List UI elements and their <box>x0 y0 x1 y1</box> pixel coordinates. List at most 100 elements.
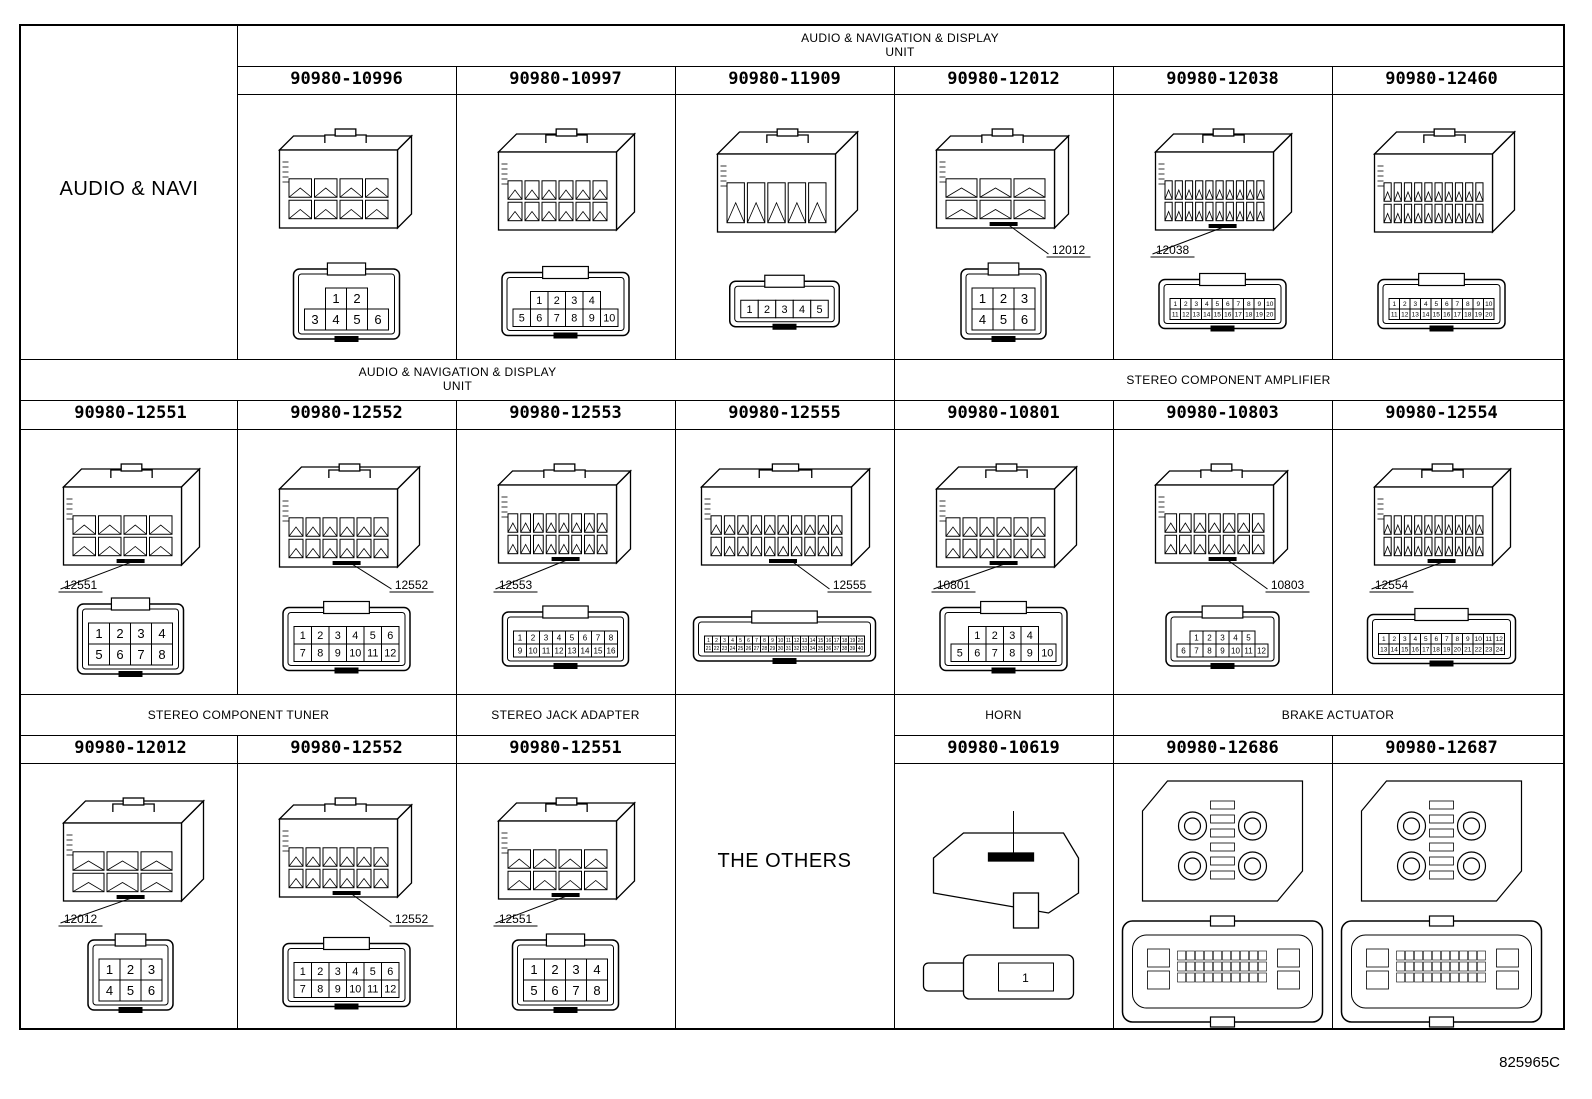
part-tag-label: 12554 <box>1375 578 1409 592</box>
row1-group-line <box>237 66 1563 67</box>
row3-part-line-left <box>21 763 676 764</box>
part-number-90980-12012: 90980-12012 <box>947 69 1060 89</box>
row3-group-line-left <box>21 735 676 736</box>
pin-number: 1 <box>106 962 113 977</box>
part-tag-label: 12551 <box>64 578 98 592</box>
pin-number: 18 <box>1464 312 1472 319</box>
pin-number: 6 <box>583 633 588 642</box>
pin-number: 2 <box>715 638 718 644</box>
connector-latch <box>545 933 586 947</box>
pin-number: 29 <box>770 646 776 652</box>
part-tag-label: 12552 <box>395 912 429 926</box>
pin-number: 2 <box>1403 301 1407 308</box>
pin-number: 5 <box>370 630 376 642</box>
pin-number: 8 <box>1247 301 1251 308</box>
actuator-connector-drawing <box>1121 780 1324 1028</box>
pin-number: 12 <box>555 646 564 655</box>
part-tag-label: 12553 <box>499 578 533 592</box>
connector-latch <box>1199 272 1246 287</box>
pin-number: 1 <box>1194 633 1199 642</box>
pin-number: 6 <box>387 630 393 642</box>
pin-number: 10 <box>349 984 361 996</box>
pin-number: 9 <box>771 638 774 644</box>
pin-number: 9 <box>1220 646 1225 655</box>
pin-number: 1 <box>1022 971 1029 985</box>
pin-number: 2 <box>1000 291 1007 306</box>
pin-number: 2 <box>1207 633 1212 642</box>
pin-number: 7 <box>137 647 144 662</box>
connector-body-drawing <box>934 463 1079 569</box>
pin-number: 7 <box>300 984 306 996</box>
pin-number: 17 <box>1454 312 1462 319</box>
pin-number: 6 <box>747 638 750 644</box>
row1-col-line <box>1113 66 1114 359</box>
pin-number: 1 <box>300 630 306 642</box>
connector-key <box>1210 325 1235 332</box>
pin-number: 16 <box>826 638 832 644</box>
pin-number: 21 <box>1464 647 1472 654</box>
part-tag-label: 12012 <box>64 912 98 926</box>
pin-number: 13 <box>1193 312 1201 319</box>
pin-number: 37 <box>834 646 840 652</box>
pin-number: 10 <box>1266 301 1274 308</box>
pin-number: 12 <box>1496 636 1504 643</box>
connector-key <box>118 1007 143 1013</box>
pin-number: 10 <box>1231 646 1240 655</box>
row-divider-2 <box>21 694 1563 695</box>
pin-number: 1 <box>746 304 752 316</box>
row3-part-line-right <box>894 763 1563 764</box>
pin-number: 7 <box>554 313 560 325</box>
pin-number: 11 <box>786 638 791 644</box>
part-number-90980-10997: 90980-10997 <box>509 69 622 89</box>
pin-number: 3 <box>1413 301 1417 308</box>
pin-number: 1 <box>1173 301 1177 308</box>
pin-number: 11 <box>367 984 378 996</box>
row1-part-line <box>237 94 1563 95</box>
pin-number: 8 <box>609 633 614 642</box>
group-title-line1: AUDIO & NAVIGATION & DISPLAY <box>801 31 999 45</box>
figure-id: 825965C <box>1499 1054 1560 1071</box>
row3-col-line <box>237 735 238 1030</box>
pin-number: 19 <box>1475 312 1483 319</box>
pin-number: 22 <box>714 646 720 652</box>
pin-number: 2 <box>992 630 998 642</box>
connector-key <box>553 663 578 669</box>
pin-number: 5 <box>816 304 822 316</box>
pin-number: 4 <box>352 966 358 978</box>
pin-number: 12 <box>384 648 396 660</box>
part-number-90980-10801: 90980-10801 <box>947 403 1060 423</box>
pin-number: 4 <box>731 638 734 644</box>
group-title-line2: UNIT <box>442 379 473 393</box>
pin-number: 15 <box>818 638 824 644</box>
connector-key <box>991 336 1016 342</box>
row2-part-line <box>21 429 1563 430</box>
connector-body-drawing <box>496 797 637 901</box>
pin-cavity <box>600 308 619 327</box>
group-title-audio-nav-display-2: AUDIO & NAVIGATION & DISPLAY UNIT <box>21 365 894 393</box>
pin-number: 5 <box>370 966 376 978</box>
pin-number: 38 <box>842 646 848 652</box>
pin-number: 36 <box>826 646 832 652</box>
connector-key <box>553 332 578 339</box>
pin-number: 25 <box>738 646 744 652</box>
pin-number: 3 <box>544 633 549 642</box>
connector-latch <box>110 597 151 611</box>
connector-body-drawing <box>277 128 414 230</box>
pin-number: 5 <box>957 648 963 660</box>
connector-latch <box>542 265 589 280</box>
pin-number: 7 <box>1455 301 1459 308</box>
pin-number: 1 <box>530 962 537 977</box>
pin-number: 39 <box>850 646 856 652</box>
pin-number: 9 <box>518 646 523 655</box>
pin-number: 2 <box>317 630 323 642</box>
row3-group-line-right <box>894 735 1563 736</box>
connector-key <box>1210 663 1235 669</box>
part-number-90980-10619: 90980-10619 <box>947 738 1060 758</box>
pin-cavity <box>1493 643 1505 655</box>
pin-number: 3 <box>1220 633 1225 642</box>
